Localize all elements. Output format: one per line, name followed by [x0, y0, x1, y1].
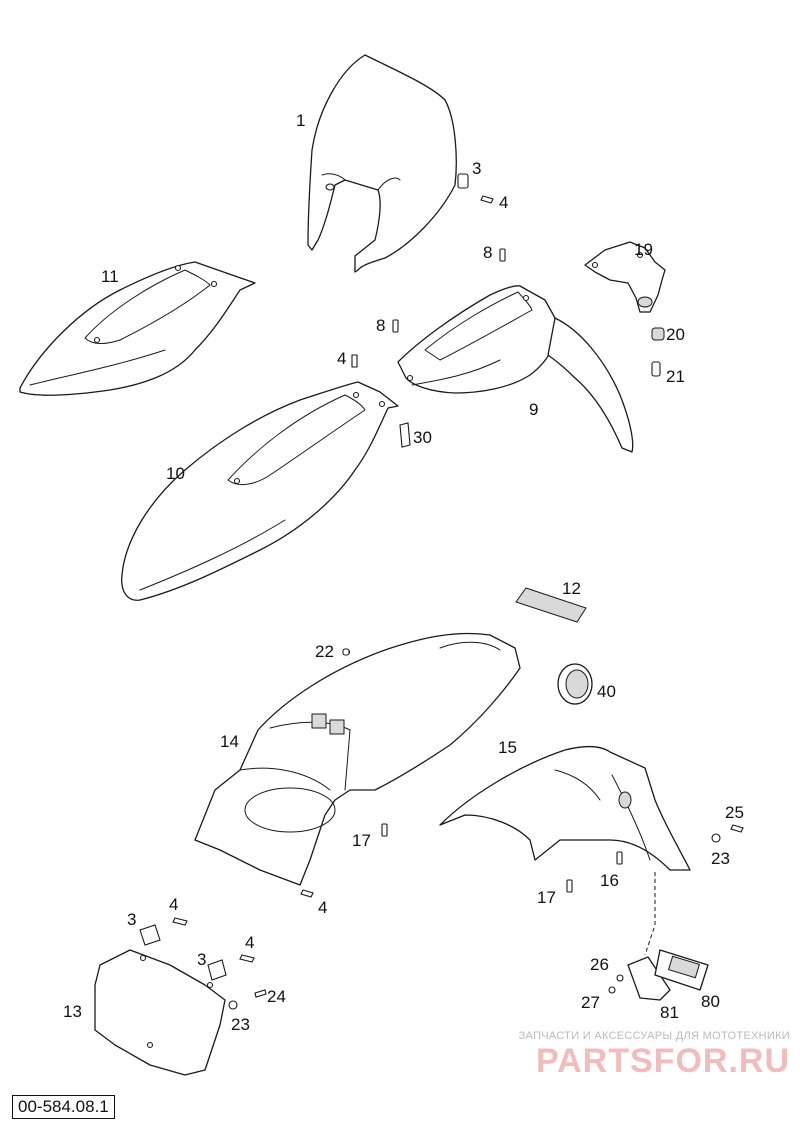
callout-3: 3: [197, 950, 206, 969]
watermark-logo: PARTSFOR.RU: [535, 1042, 790, 1080]
callout-1: 1: [296, 111, 305, 130]
part-grommet-40: [557, 663, 593, 705]
part-bracket-19: [584, 241, 666, 313]
callout-15: 15: [498, 738, 517, 757]
part-mud-flap-13: [94, 917, 267, 1076]
callout-9: 9: [529, 400, 538, 419]
callout-81: 81: [660, 1003, 679, 1022]
callout-20: 20: [666, 325, 685, 344]
callout-16: 16: [600, 871, 619, 890]
callout-8: 8: [376, 316, 385, 335]
callout-12: 12: [562, 579, 581, 598]
callout-25: 25: [725, 803, 744, 822]
part-plate-holder: [608, 949, 709, 1001]
watermark-tagline: ЗАПЧАСТИ И АКСЕССУАРЫ ДЛЯ МОТОТЕХНИКИ: [518, 1030, 790, 1042]
callout-26: 26: [590, 955, 609, 974]
callout-30: 30: [413, 428, 432, 447]
hardware-upper: [351, 173, 665, 448]
diagram-code: 00-584.08.1: [12, 1095, 115, 1119]
callout-14: 14: [220, 732, 239, 751]
part-rear-fender-15: [439, 745, 691, 871]
callout-4: 4: [318, 898, 327, 917]
callout-19: 19: [634, 240, 653, 259]
hardware-lower: [300, 648, 744, 898]
leader-line: [644, 872, 656, 956]
part-front-fender-11: [19, 261, 256, 396]
part-rear-fender-14: [194, 632, 521, 886]
callout-80: 80: [701, 992, 720, 1011]
part-front-fender-10: [121, 381, 399, 601]
callout-4: 4: [169, 895, 178, 914]
part-headlight-mask: [307, 54, 457, 273]
callout-3: 3: [472, 159, 481, 178]
callout-3: 3: [127, 910, 136, 929]
callout-17: 17: [352, 831, 371, 850]
callout-8: 8: [483, 243, 492, 262]
callout-10: 10: [166, 464, 185, 483]
callout-11: 11: [101, 267, 119, 286]
callout-labels: 1 3 4 8 19 11 8 20 4 21 9 30 10 12 22 40…: [63, 111, 744, 1034]
callout-40: 40: [597, 682, 616, 701]
callout-4: 4: [499, 193, 508, 212]
callout-13: 13: [63, 1002, 82, 1021]
callout-4: 4: [337, 349, 346, 368]
callout-21: 21: [666, 367, 685, 386]
callout-27: 27: [581, 993, 600, 1012]
callout-17: 17: [537, 888, 556, 907]
part-strip-12: [515, 587, 587, 623]
callout-23: 23: [231, 1015, 250, 1034]
part-front-fender-9: [397, 285, 634, 453]
callout-4: 4: [245, 933, 254, 952]
callout-24: 24: [267, 987, 286, 1006]
callout-22: 22: [315, 642, 334, 661]
callout-23: 23: [711, 849, 730, 868]
